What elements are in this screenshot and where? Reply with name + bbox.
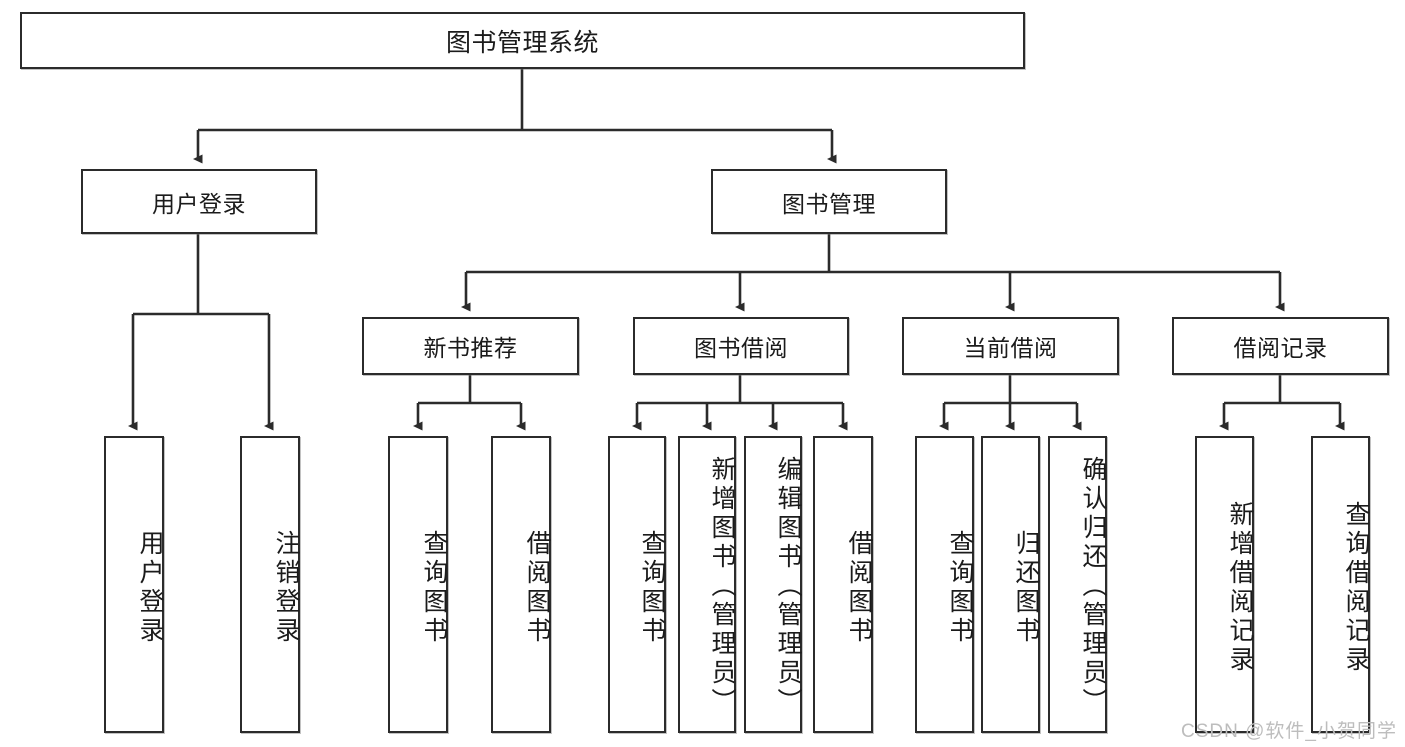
node-label: 查询借阅记录 (1342, 500, 1370, 675)
node-label: 归还图书 (1012, 529, 1040, 646)
node-book-management[interactable]: 图书管理 (711, 169, 947, 234)
leaf-book-borrow-query-book[interactable]: 查询图书 (608, 436, 666, 733)
node-label: 借阅图书 (845, 529, 873, 646)
node-label: 当前借阅 (963, 335, 1058, 361)
node-book-borrow[interactable]: 图书借阅 (633, 317, 849, 375)
node-new-book-recommend[interactable]: 新书推荐 (362, 317, 579, 375)
node-current-borrow[interactable]: 当前借阅 (902, 317, 1119, 375)
node-label: 查询图书 (946, 529, 974, 646)
node-label: 查询图书 (638, 529, 666, 646)
node-label: 用户登录 (136, 529, 164, 646)
node-label: 用户登录 (152, 190, 246, 217)
leaf-current-borrow-return-book[interactable]: 归还图书 (981, 436, 1040, 733)
node-label: 确认归还（管理员） (1079, 456, 1107, 717)
watermark: CSDN @软件_小贺同学 (1181, 721, 1397, 742)
leaf-current-borrow-query-book[interactable]: 查询图书 (915, 436, 974, 733)
node-label: 注销登录 (272, 529, 300, 646)
node-label: 图书管理 (782, 190, 876, 217)
leaf-book-borrow-edit-book-admin[interactable]: 编辑图书（管理员） (744, 436, 802, 733)
node-label: 新增图书（管理员） (708, 456, 736, 717)
leaf-current-borrow-confirm-return-admin[interactable]: 确认归还（管理员） (1048, 436, 1107, 733)
leaf-new-book-query-book[interactable]: 查询图书 (388, 436, 448, 733)
node-label: 查询图书 (420, 529, 448, 646)
node-label: 图书管理系统 (445, 28, 599, 57)
node-label: 编辑图书（管理员） (774, 456, 802, 717)
node-borrow-record[interactable]: 借阅记录 (1172, 317, 1389, 375)
leaf-user-login-login[interactable]: 用户登录 (104, 436, 164, 733)
node-label: 图书借阅 (694, 335, 788, 361)
leaf-book-borrow-add-book-admin[interactable]: 新增图书（管理员） (678, 436, 736, 733)
node-label: 新书推荐 (423, 335, 518, 361)
node-user-login[interactable]: 用户登录 (81, 169, 317, 234)
node-label: 借阅记录 (1233, 335, 1328, 361)
leaf-user-login-logout[interactable]: 注销登录 (240, 436, 300, 733)
leaf-borrow-record-query-record[interactable]: 查询借阅记录 (1311, 436, 1370, 733)
node-root-book-management-system[interactable]: 图书管理系统 (20, 12, 1025, 69)
leaf-borrow-record-add-record[interactable]: 新增借阅记录 (1195, 436, 1254, 733)
node-label: 借阅图书 (523, 529, 551, 646)
leaf-book-borrow-borrow-book[interactable]: 借阅图书 (813, 436, 873, 733)
node-label: 新增借阅记录 (1226, 500, 1254, 675)
leaf-new-book-borrow-book[interactable]: 借阅图书 (491, 436, 551, 733)
